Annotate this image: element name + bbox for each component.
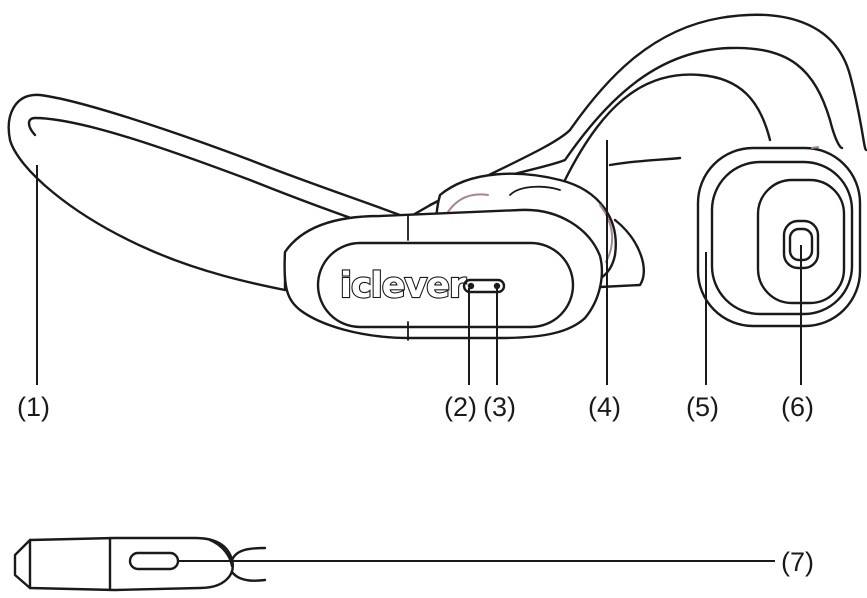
callout-4: (4) (588, 392, 621, 422)
mic-hole-icon (467, 282, 475, 290)
leader-lines (36, 140, 802, 562)
callout-3: (3) (483, 392, 516, 422)
callout-2: (2) (444, 392, 477, 422)
rear-band (406, 13, 867, 220)
callout-6: (6) (781, 392, 814, 422)
charging-port-detail (13, 536, 267, 592)
brand-logo: iclever (340, 266, 467, 306)
indicator-slot (462, 278, 506, 294)
callout-1: (1) (17, 392, 50, 422)
callout-5: (5) (686, 392, 719, 422)
led-indicator-icon (493, 282, 501, 290)
usb-c-port-icon (128, 551, 180, 571)
pod-panel (316, 241, 575, 329)
callout-7: (7) (781, 547, 814, 577)
control-pod: iclever (283, 208, 604, 341)
transducer-outer (696, 146, 862, 328)
right-transducer (598, 146, 862, 328)
